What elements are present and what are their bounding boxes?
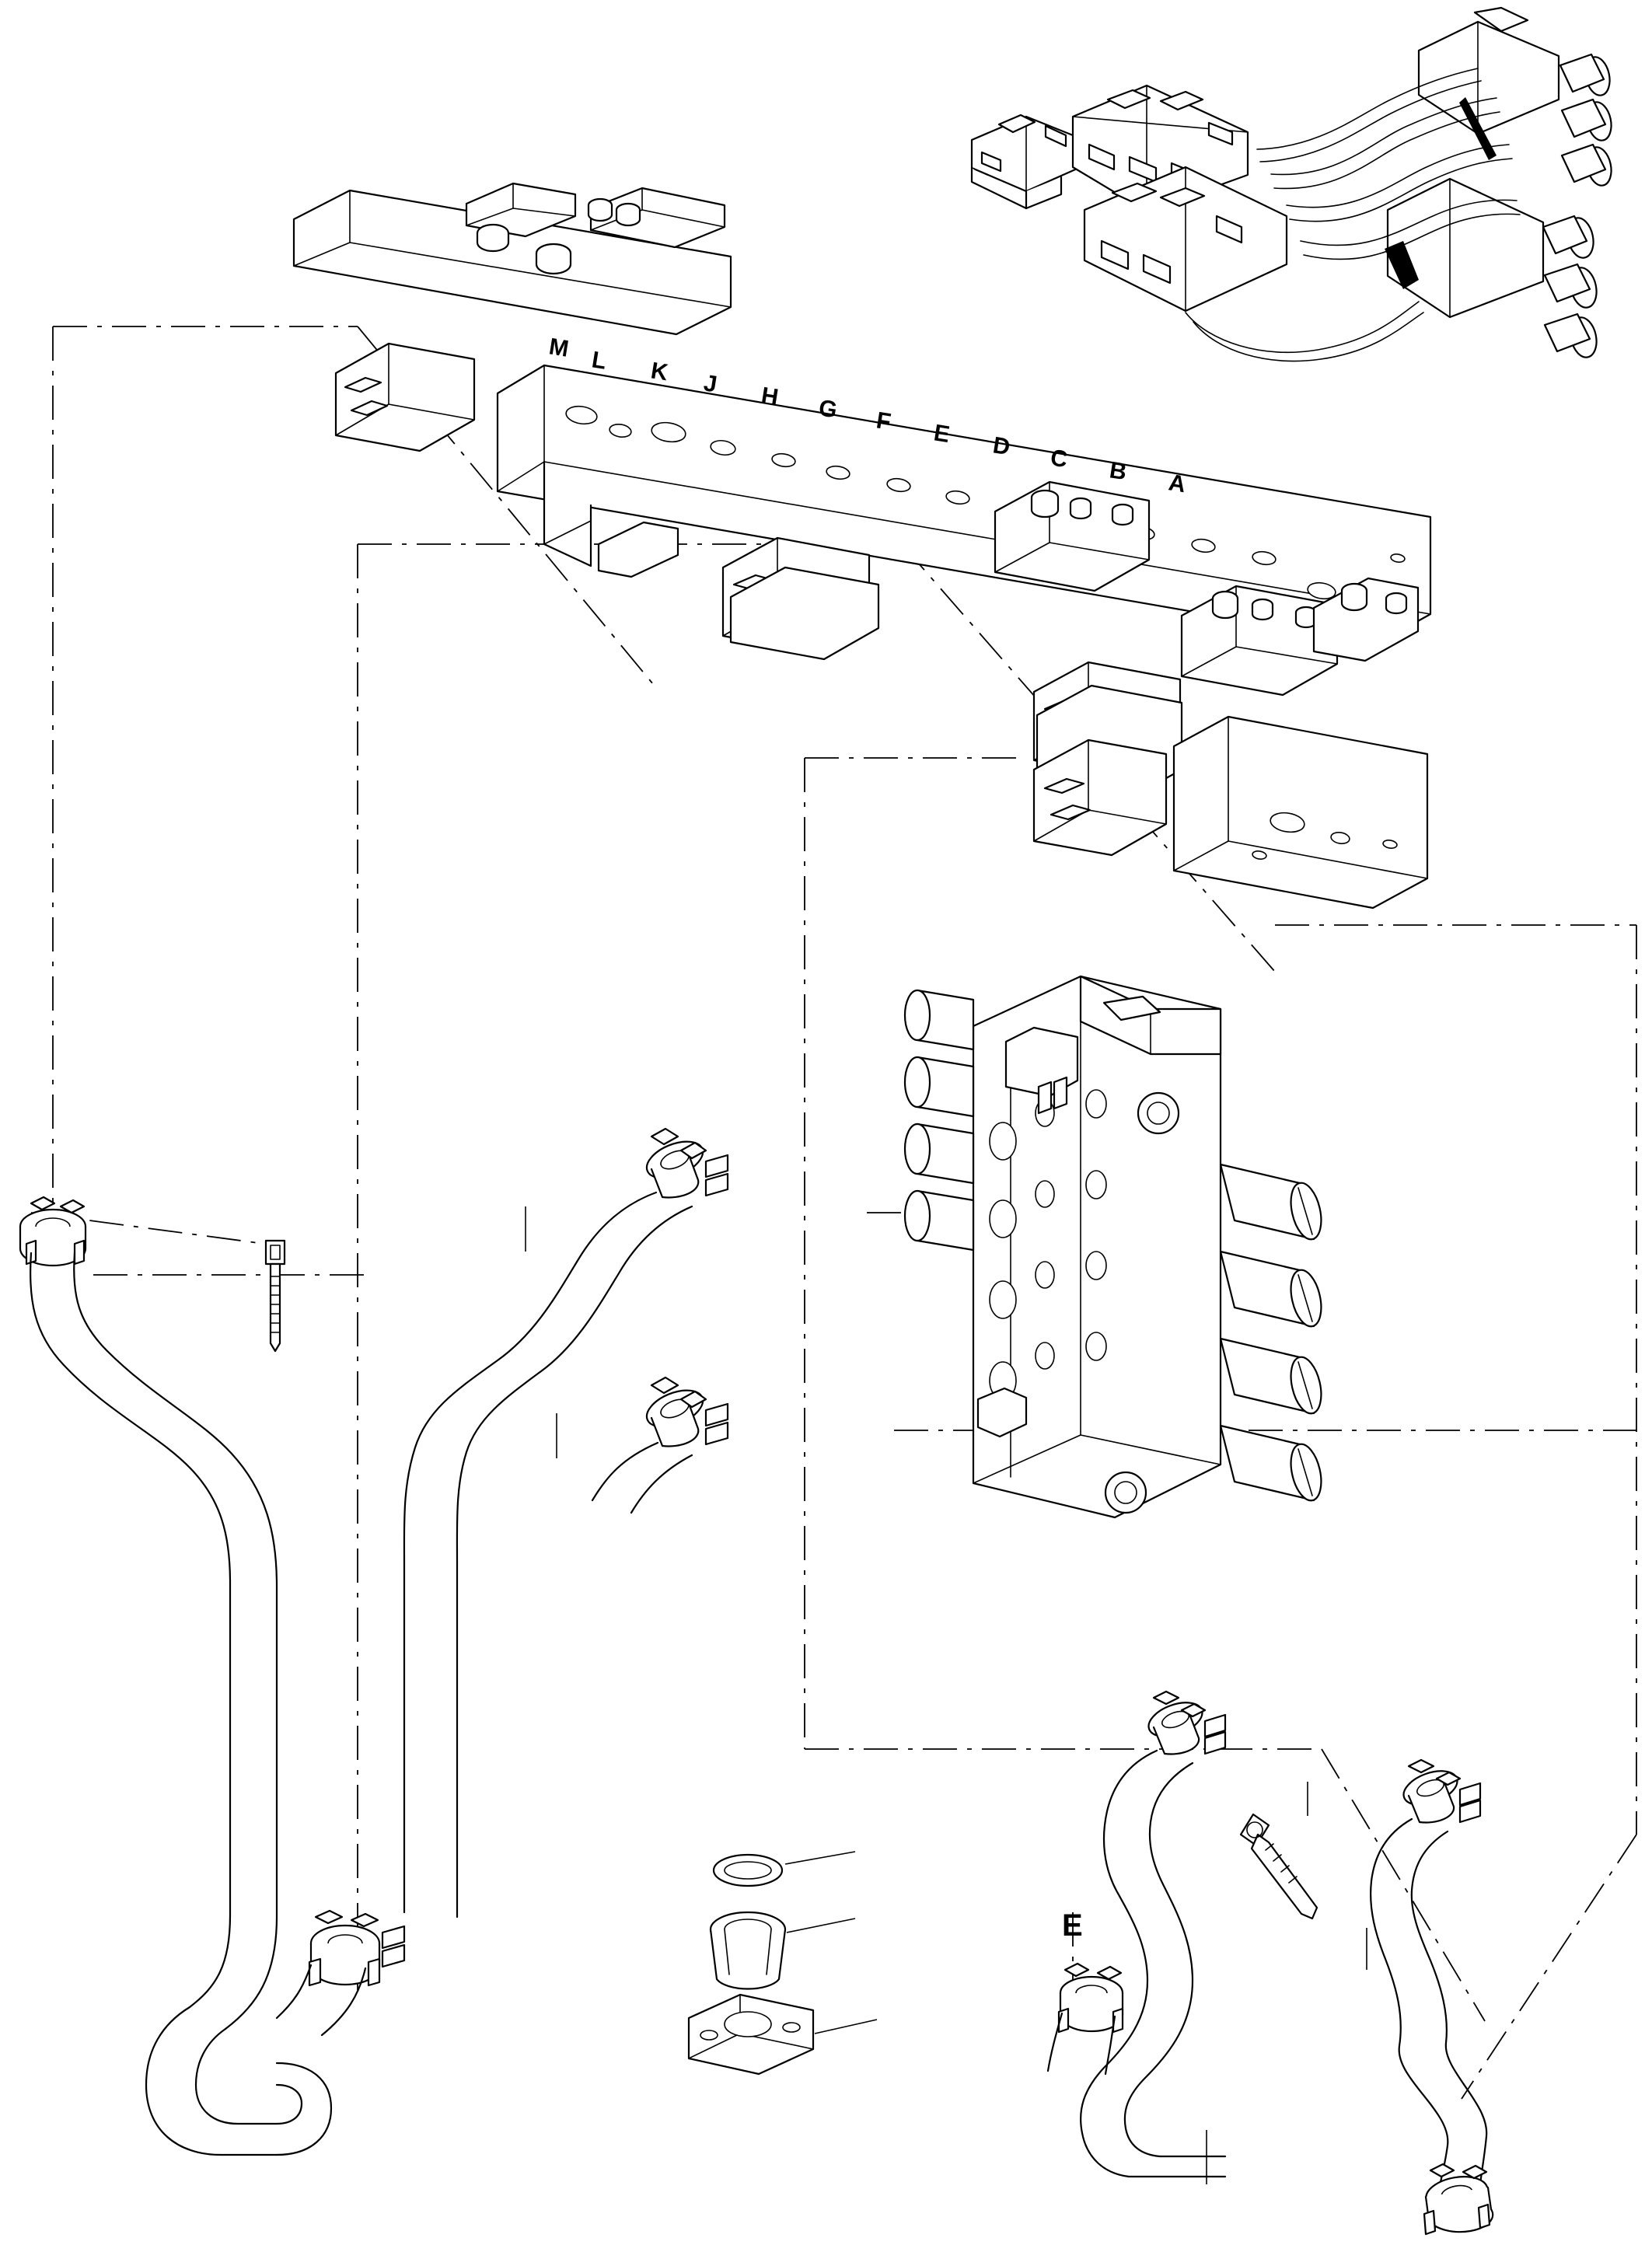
inset-installed-view [970, 6, 1612, 362]
leader-ticks [525, 1206, 1367, 2184]
tube-long-left [19, 1196, 406, 2156]
bolt-parts [264, 1239, 1318, 1920]
tube-lower-right [1370, 1758, 1494, 2236]
svg-text:G: G [817, 395, 839, 423]
socket-head-bolt-right [1239, 1813, 1318, 1920]
tube-lower-center: E [1046, 1690, 1227, 2178]
svg-text:C: C [1049, 445, 1070, 473]
svg-text:D: D [991, 432, 1012, 460]
tube-upper-left [403, 1127, 729, 1919]
svg-text:L: L [590, 347, 608, 374]
svg-text:M: M [547, 333, 571, 362]
flange-parts-detail [687, 1851, 878, 2076]
socket-head-bolt-left [264, 1239, 286, 1353]
svg-text:H: H [760, 382, 781, 410]
svg-text:K: K [649, 358, 670, 386]
valve-bank-top-assembly [292, 182, 1432, 910]
tube-flange-top-1 [645, 1127, 729, 1199]
svg-text:A: A [1167, 470, 1188, 498]
callout-e-label: E [1062, 1908, 1083, 1943]
tube-flange-right-top [1402, 1758, 1482, 1824]
valve-bank-main [903, 975, 1322, 1519]
tube-flange-center-top [1147, 1690, 1227, 1755]
tube-flange-mid-1 [645, 1376, 729, 1447]
tube-flange-right-bottom [1423, 2163, 1494, 2236]
tube-flange-upper-left [19, 1196, 87, 1267]
svg-text:J: J [702, 370, 719, 397]
svg-text:B: B [1108, 457, 1129, 485]
svg-text:F: F [875, 407, 892, 435]
tube-flange-center-bottom [1057, 1962, 1124, 2034]
tube-flange-lower-left [308, 1909, 406, 1987]
